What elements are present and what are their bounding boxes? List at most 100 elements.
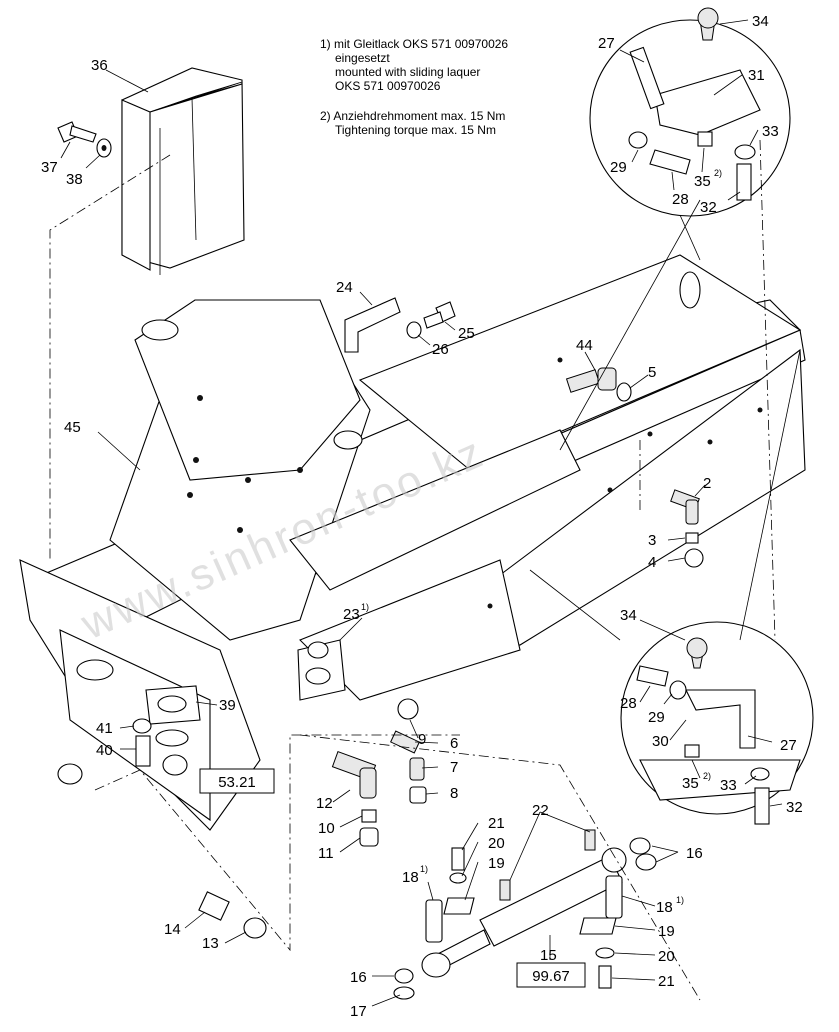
detail-circle-top xyxy=(589,7,791,217)
callout-29-top: 29 xyxy=(610,159,627,176)
callout-22: 22 xyxy=(532,802,549,819)
note-2-line-1: 2) Anziehdrehmoment max. 15 Nm xyxy=(320,109,505,123)
superscript-1-23: 1) xyxy=(361,602,369,612)
callout-24: 24 xyxy=(336,279,353,296)
assembly-lines xyxy=(49,139,801,1001)
callout-32-bottom: 32 xyxy=(786,799,803,816)
callout-16-right: 16 xyxy=(686,845,703,862)
callout-21-bottom: 21 xyxy=(658,973,675,990)
washer-41 xyxy=(132,718,152,734)
callout-17: 17 xyxy=(350,1003,367,1020)
callout-28-top: 28 xyxy=(672,191,689,208)
callout-labels: 36 37 38 24 25 26 44 5 2 3 4 45 27 34 31… xyxy=(41,13,803,1020)
callout-41: 41 xyxy=(96,720,113,737)
guard-cover-36 xyxy=(121,67,245,275)
superscript-1-18-left: 1) xyxy=(420,864,428,874)
callout-9: 9 xyxy=(418,731,426,748)
note-1-line-2: eingesetzt xyxy=(335,51,390,65)
nut-10 xyxy=(361,809,377,823)
callout-2: 2 xyxy=(703,475,711,492)
callout-6: 6 xyxy=(450,735,458,752)
callout-11: 11 xyxy=(318,845,334,862)
bolt-25 xyxy=(423,301,456,329)
bolt-21-left xyxy=(451,847,465,871)
callout-18-left: 18 xyxy=(402,869,419,886)
callout-38: 38 xyxy=(66,171,83,188)
leader-lines xyxy=(60,19,783,1007)
bolt-40 xyxy=(135,735,151,767)
callout-14: 14 xyxy=(164,921,181,938)
callout-34-top: 34 xyxy=(752,13,769,30)
callout-30: 30 xyxy=(652,733,669,750)
cap-8 xyxy=(409,786,427,804)
bolt-37 xyxy=(57,121,97,143)
fitting-6 xyxy=(390,730,420,754)
note-1-line-1: 1) mit Gleitlack OKS 571 00970026 xyxy=(320,37,508,51)
callout-23: 23 xyxy=(343,606,360,623)
ring-9 xyxy=(397,698,419,720)
bracket-23 xyxy=(297,639,346,701)
elbow-fitting-2 xyxy=(670,489,700,525)
clip-16-left xyxy=(394,968,414,984)
clip-16-right xyxy=(629,837,657,871)
superscript-2-bottom: 2) xyxy=(703,771,711,781)
notes-block: 1) mit Gleitlack OKS 571 00970026 einges… xyxy=(320,37,508,137)
callout-35-top: 35 xyxy=(694,173,711,190)
superscript-1-18-right: 1) xyxy=(676,895,684,905)
nut-3 xyxy=(685,532,699,544)
callout-27-top: 27 xyxy=(598,35,615,52)
callout-18-right: 18 xyxy=(656,899,673,916)
callout-36: 36 xyxy=(91,57,108,74)
callout-28-bottom: 28 xyxy=(620,695,637,712)
callout-21-top: 21 xyxy=(488,815,505,832)
callout-10: 10 xyxy=(318,820,335,837)
callout-33-bottom: 33 xyxy=(720,777,737,794)
callout-37: 37 xyxy=(41,159,58,176)
callout-15: 15 xyxy=(540,947,557,964)
callout-19-bottom: 19 xyxy=(658,923,675,940)
callout-26: 26 xyxy=(432,341,449,358)
elbow-fitting-12 xyxy=(331,751,377,799)
superscript-2-top: 2) xyxy=(714,168,722,178)
clip-17 xyxy=(393,986,415,1000)
reference-box-53-21: 53.21 xyxy=(199,768,275,794)
washer-20-right xyxy=(595,947,615,959)
cap-11 xyxy=(359,827,379,847)
note-2-line-2: Tightening torque max. 15 Nm xyxy=(335,123,496,137)
callout-20-top: 20 xyxy=(488,835,505,852)
note-1-line-4: OKS 571 00970026 xyxy=(335,79,441,93)
detail-circle-bottom xyxy=(620,621,814,825)
callout-39: 39 xyxy=(219,697,236,714)
callout-27-bottom: 27 xyxy=(780,737,797,754)
callout-19-top: 19 xyxy=(488,855,505,872)
bolt-21-right xyxy=(598,965,612,989)
hydraulic-cylinder-15 xyxy=(421,829,627,978)
callout-45: 45 xyxy=(64,419,81,436)
callout-25: 25 xyxy=(458,325,475,342)
reference-99-67: 99.67 xyxy=(532,968,570,985)
washer-20-left xyxy=(449,872,467,884)
bracket-24 xyxy=(344,297,401,353)
callout-7: 7 xyxy=(450,759,458,776)
plate-19-left xyxy=(443,897,475,915)
callout-33-top: 33 xyxy=(762,123,779,140)
pin-18-left xyxy=(425,899,443,943)
callout-32-top: 32 xyxy=(700,199,717,216)
reference-53-21: 53.21 xyxy=(218,774,256,791)
callout-13: 13 xyxy=(202,935,219,952)
callout-29-bottom: 29 xyxy=(648,709,665,726)
callout-5: 5 xyxy=(648,364,656,381)
note-1-line-3: mounted with sliding laquer xyxy=(335,65,480,79)
rubber-mount-39 xyxy=(145,685,201,776)
washer-38 xyxy=(96,138,112,158)
callout-31: 31 xyxy=(748,67,765,84)
fitting-7 xyxy=(409,757,425,781)
callout-4: 4 xyxy=(648,554,656,571)
callout-35-bottom: 35 xyxy=(682,775,699,792)
seal-ring-5 xyxy=(616,382,632,402)
nut-13 xyxy=(243,917,267,939)
callout-34-bottom: 34 xyxy=(620,607,637,624)
reference-box-99-67: 99.67 xyxy=(516,962,586,988)
callout-16-left: 16 xyxy=(350,969,367,986)
callout-12: 12 xyxy=(316,795,333,812)
